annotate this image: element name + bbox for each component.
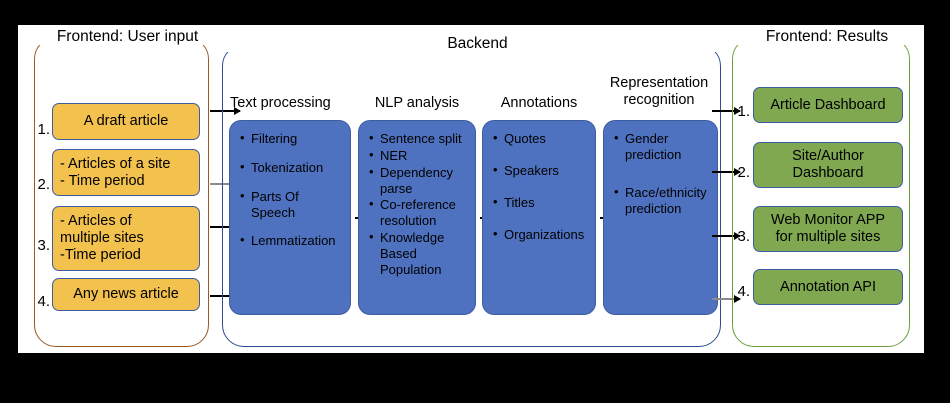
input-item-3[interactable]: - Articles of multiple sites -Time perio… xyxy=(52,206,200,271)
stage-bullet: Filtering xyxy=(240,130,342,147)
input-item-number-1: 1. xyxy=(37,121,50,138)
result-item-1[interactable]: Article Dashboard xyxy=(753,87,903,123)
stage-nlp-analysis[interactable]: Sentence split NER Dependency parse Co-r… xyxy=(358,120,476,315)
stage-bullet: Dependency parse xyxy=(369,164,467,197)
input-item-4[interactable]: Any news article xyxy=(52,278,200,311)
result-item-number-1: 1. xyxy=(737,103,750,120)
stage-bullet: Knowledge Based Population xyxy=(369,229,467,278)
arrow-backend-to-result-3 xyxy=(712,232,741,239)
result-item-number-4: 4. xyxy=(737,283,750,300)
stage-label-text-processing: Text processing xyxy=(230,95,331,111)
arrow-input-1-to-backend xyxy=(210,107,241,114)
stage-bullet: Organizations xyxy=(493,226,587,243)
input-item-number-4: 4. xyxy=(37,293,50,310)
arrow-backend-to-result-2 xyxy=(712,168,741,175)
input-item-1[interactable]: A draft article xyxy=(52,103,200,140)
stage-bullet: Co-reference resolution xyxy=(369,196,467,229)
arrow-backend-to-result-4 xyxy=(712,295,741,302)
stage-label-annotations: Annotations xyxy=(500,95,578,111)
stage-label-representation-recognition: Representation recognition xyxy=(609,75,709,108)
stage-bullet: Race/ethnicity prediction xyxy=(614,184,709,217)
stage-bullet: Gender prediction xyxy=(614,130,709,163)
stage-bullet: Speakers xyxy=(493,162,587,179)
input-item-number-3: 3. xyxy=(37,237,50,254)
result-item-number-2: 2. xyxy=(737,164,750,181)
frontend-results-title: Frontend: Results xyxy=(732,29,922,45)
stage-bullet: Tokenization xyxy=(240,159,342,176)
backend-title: Backend xyxy=(222,36,733,52)
input-item-number-2: 2. xyxy=(37,176,50,193)
stage-annotations[interactable]: Quotes Speakers Titles Organizations xyxy=(482,120,596,315)
stage-bullet: Quotes xyxy=(493,130,587,147)
result-item-number-3: 3. xyxy=(737,228,750,245)
stage-bullet: Parts Of Speech xyxy=(240,188,342,221)
stage-bullet: Titles xyxy=(493,194,587,211)
result-item-4[interactable]: Annotation API xyxy=(753,269,903,305)
stage-text-processing[interactable]: Filtering Tokenization Parts Of Speech L… xyxy=(229,120,351,315)
arrow-backend-to-result-1 xyxy=(712,107,741,114)
result-item-3[interactable]: Web Monitor APP for multiple sites xyxy=(753,206,903,252)
input-item-2[interactable]: - Articles of a site - Time period xyxy=(52,149,200,196)
frontend-input-title: Frontend: User input xyxy=(34,29,221,45)
stage-bullet: Lemmatization xyxy=(240,232,342,249)
stage-label-nlp-analysis: NLP analysis xyxy=(374,95,460,111)
stage-bullet: NER xyxy=(369,147,467,164)
diagram-page: Frontend: User input 1. A draft article … xyxy=(18,25,924,353)
stage-representation-recognition[interactable]: Gender prediction Race/ethnicity predict… xyxy=(603,120,718,315)
stage-bullet: Sentence split xyxy=(369,130,467,147)
result-item-2[interactable]: Site/Author Dashboard xyxy=(753,142,903,188)
